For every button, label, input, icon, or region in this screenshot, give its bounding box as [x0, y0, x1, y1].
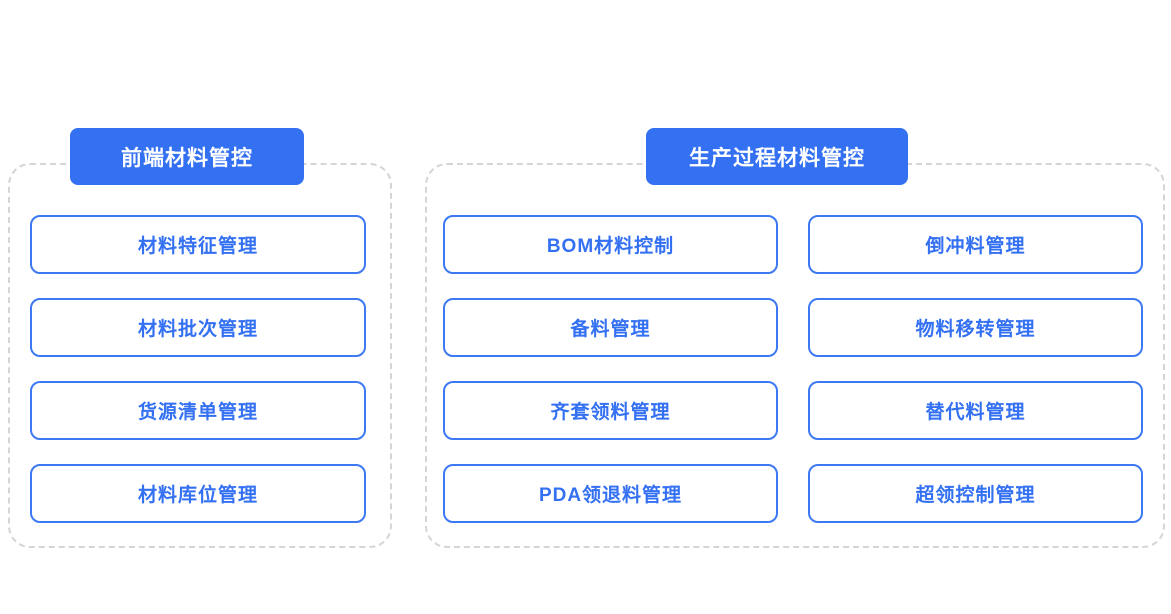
module-box-material-preparation: 备料管理: [443, 298, 778, 357]
group-title-badge-frontend: 前端材料管控: [70, 128, 304, 185]
module-box-kitting-picking: 齐套领料管理: [443, 381, 778, 440]
module-box-material-batch: 材料批次管理: [30, 298, 366, 357]
production-module-grid: BOM材料控制 倒冲料管理 备料管理 物料移转管理 齐套领料管理 替代料管理 P…: [427, 165, 1163, 523]
module-box-material-transfer: 物料移转管理: [808, 298, 1143, 357]
module-box-bom-material-control: BOM材料控制: [443, 215, 778, 274]
group-production-material-control: 生产过程材料管控 BOM材料控制 倒冲料管理 备料管理 物料移转管理 齐套领料管…: [425, 128, 1165, 548]
module-box-source-list: 货源清单管理: [30, 381, 366, 440]
group-title-badge-production: 生产过程材料管控: [646, 128, 908, 185]
module-box-material-characteristics: 材料特征管理: [30, 215, 366, 274]
module-box-substitute-material: 替代料管理: [808, 381, 1143, 440]
module-box-overpick-control: 超领控制管理: [808, 464, 1143, 523]
module-box-pda-pick-return: PDA领退料管理: [443, 464, 778, 523]
frontend-module-list: 材料特征管理 材料批次管理 货源清单管理 材料库位管理: [10, 165, 390, 523]
module-box-material-location: 材料库位管理: [30, 464, 366, 523]
module-box-backflush-material: 倒冲料管理: [808, 215, 1143, 274]
group-frontend-material-control: 前端材料管控 材料特征管理 材料批次管理 货源清单管理 材料库位管理: [8, 128, 392, 548]
